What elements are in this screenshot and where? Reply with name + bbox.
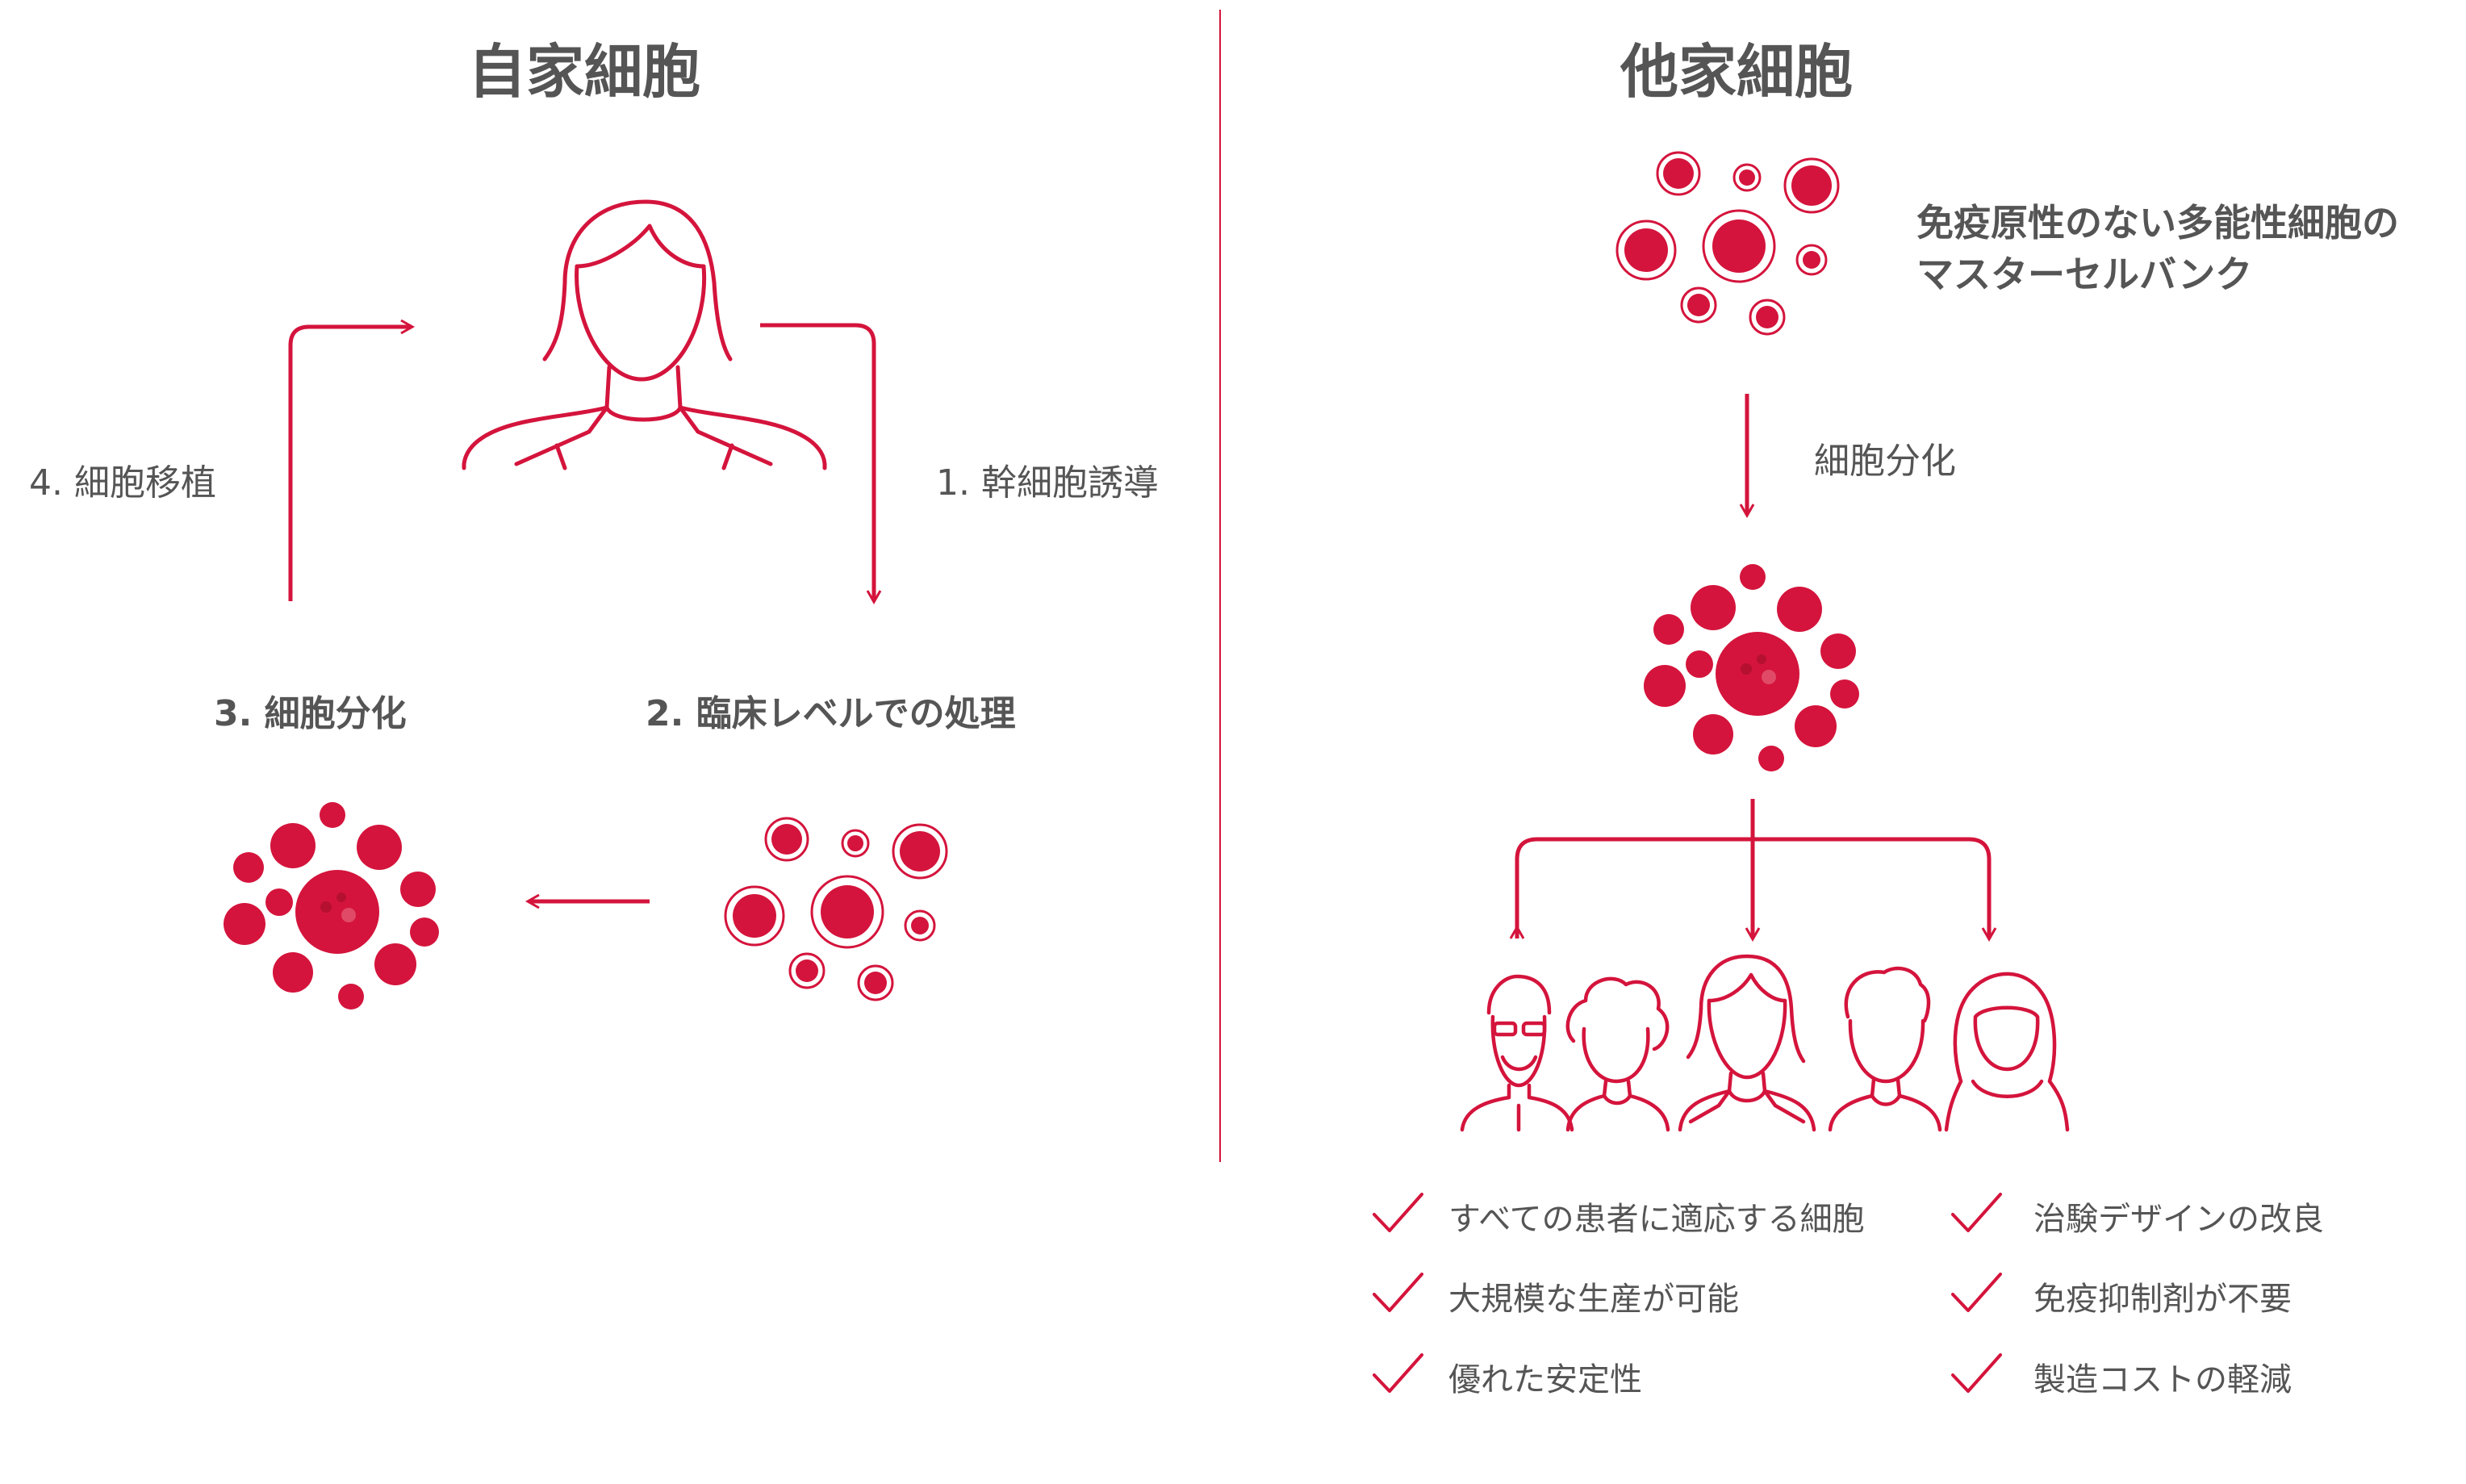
benefit-left-2: 大規模な生産が可能 <box>1448 1281 1739 1318</box>
differentiation-label: 細胞分化 <box>1814 441 1956 482</box>
stem-cell-bank-icon <box>1615 151 1840 336</box>
differentiated-cell-cluster-icon-right <box>1644 564 1859 771</box>
check-icon <box>1373 1193 1423 1232</box>
arrow-step4 <box>288 319 416 601</box>
differentiated-cell-cluster-icon <box>224 802 439 1010</box>
step4-label: 4. 細胞移植 <box>29 462 216 504</box>
allogeneic-title: 他家細胞 <box>1620 38 1854 106</box>
step2-label: 2. 臨床レベルでの処理 <box>646 693 1016 734</box>
stem-cell-cluster-icon <box>724 817 948 1001</box>
check-icon <box>1951 1193 2002 1232</box>
arrow-step1 <box>760 323 882 605</box>
benefit-checkmarks <box>1373 1193 2002 1393</box>
distribution-arrows <box>1509 799 1997 943</box>
benefit-left-3: 優れた安定性 <box>1448 1361 1642 1398</box>
woman-patient-icon <box>462 199 827 470</box>
benefit-right-1: 治験デザインの改良 <box>2033 1201 2324 1238</box>
patient-group-icon <box>1460 954 2070 1132</box>
autologous-title: 自家細胞 <box>468 38 701 106</box>
check-icon <box>1951 1273 2002 1312</box>
step3-label: 3. 細胞分化 <box>214 693 407 734</box>
cell-bank-label: 免疫原性のない多能性細胞の マスターセルバンク <box>1916 197 2399 300</box>
benefit-right-2: 免疫抑制剤が不要 <box>2033 1281 2292 1318</box>
check-icon <box>1951 1353 2002 1393</box>
step1-label: 1. 幹細胞誘導 <box>936 462 1159 504</box>
cell-bank-label-line2: マスターセルバンク <box>1916 253 2253 296</box>
cell-bank-label-line1: 免疫原性のない多能性細胞の <box>1916 201 2399 245</box>
check-icon <box>1373 1353 1423 1393</box>
check-icon <box>1373 1273 1423 1312</box>
benefit-left-1: すべての患者に適応する細胞 <box>1448 1201 1865 1238</box>
benefit-right-3: 製造コストの軽減 <box>2033 1361 2292 1398</box>
